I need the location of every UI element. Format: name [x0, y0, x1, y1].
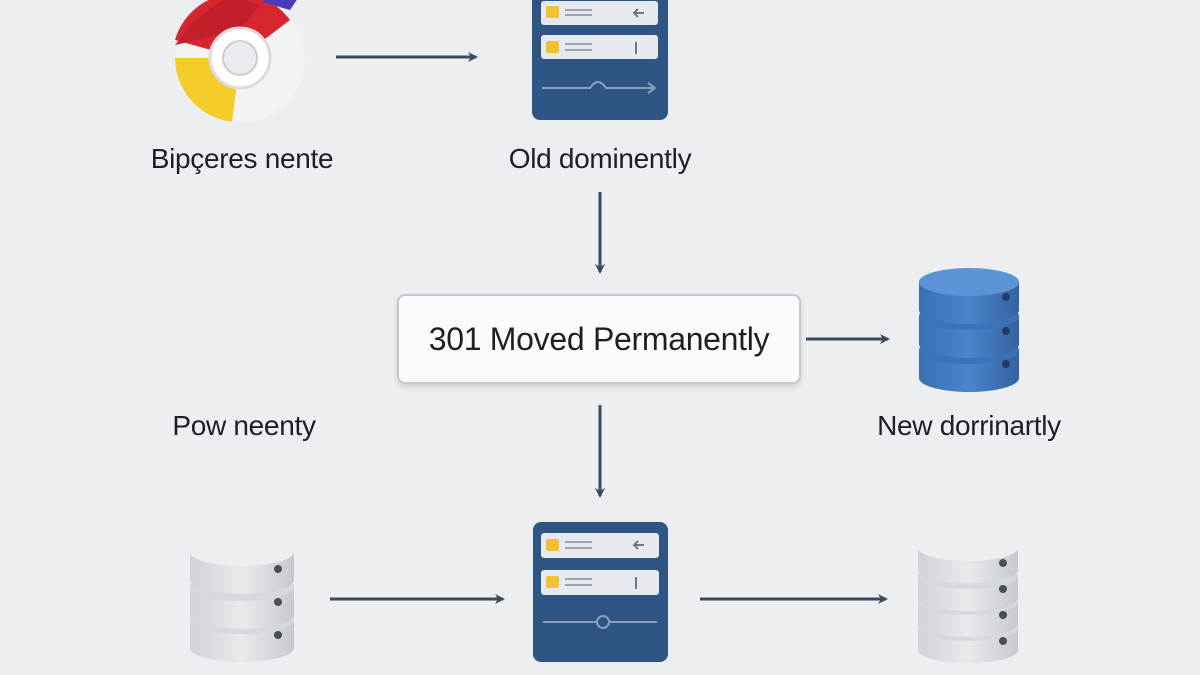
- database-icon: [190, 538, 294, 662]
- new-domain-label: New dorrinartly: [877, 410, 1061, 441]
- server-icon: [532, 0, 668, 120]
- old-domain-label: Old dominently: [508, 143, 692, 174]
- database-icon: [918, 535, 1018, 663]
- pow-label: Pow neenty: [172, 410, 316, 441]
- redirect-status-box: 301 Moved Permanently: [397, 294, 801, 384]
- server-icon: [533, 522, 668, 662]
- browser-label: Bipçeres nente: [150, 143, 334, 174]
- browser-icon: [175, 0, 305, 123]
- database-icon: [919, 268, 1019, 392]
- redirect-status-text: 301 Moved Permanently: [428, 320, 770, 357]
